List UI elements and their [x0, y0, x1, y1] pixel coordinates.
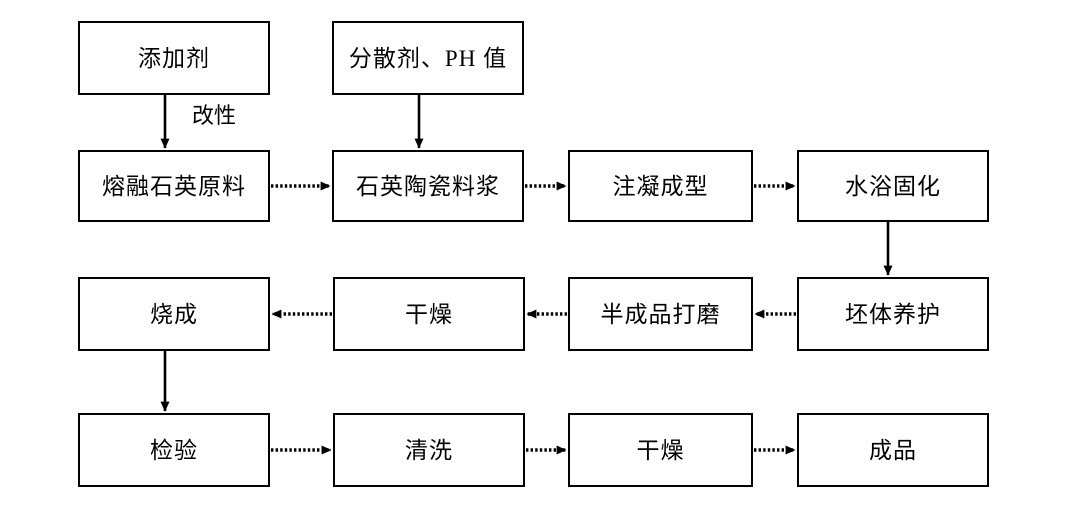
node-finished[interactable]: 成品 — [797, 413, 989, 487]
node-additive-label: 添加剂 — [138, 45, 210, 71]
edge-label-modification: 改性 — [192, 103, 237, 128]
node-curing-label: 坯体养护 — [845, 301, 941, 327]
node-drying-1-label: 干燥 — [405, 301, 453, 327]
node-slurry-label: 石英陶瓷料浆 — [356, 173, 500, 199]
node-washing[interactable]: 清洗 — [333, 413, 525, 487]
node-curing[interactable]: 坯体养护 — [797, 277, 989, 351]
node-gelcasting-label: 注凝成型 — [612, 173, 709, 199]
node-sintering-label: 烧成 — [150, 301, 198, 327]
node-inspection[interactable]: 检验 — [78, 413, 270, 487]
node-fused-silica-label: 熔融石英原料 — [102, 173, 246, 199]
node-dispersant-label: 分散剂、PH 值 — [348, 45, 508, 71]
node-water-bath[interactable]: 水浴固化 — [797, 150, 989, 222]
node-dispersant[interactable]: 分散剂、PH 值 — [332, 21, 524, 95]
node-inspection-label: 检验 — [150, 437, 198, 463]
node-additive[interactable]: 添加剂 — [78, 21, 270, 95]
node-slurry[interactable]: 石英陶瓷料浆 — [332, 150, 524, 222]
node-fused-silica[interactable]: 熔融石英原料 — [78, 150, 270, 222]
node-grinding-label: 半成品打磨 — [600, 301, 721, 327]
node-drying-2[interactable]: 干燥 — [568, 413, 753, 487]
node-drying-1[interactable]: 干燥 — [333, 277, 525, 351]
node-drying-2-label: 干燥 — [636, 437, 685, 463]
node-gelcasting[interactable]: 注凝成型 — [568, 150, 753, 222]
node-finished-label: 成品 — [869, 437, 917, 463]
node-grinding[interactable]: 半成品打磨 — [568, 277, 753, 351]
node-sintering[interactable]: 烧成 — [78, 277, 270, 351]
node-washing-label: 清洗 — [405, 437, 453, 463]
node-water-bath-label: 水浴固化 — [845, 173, 941, 199]
